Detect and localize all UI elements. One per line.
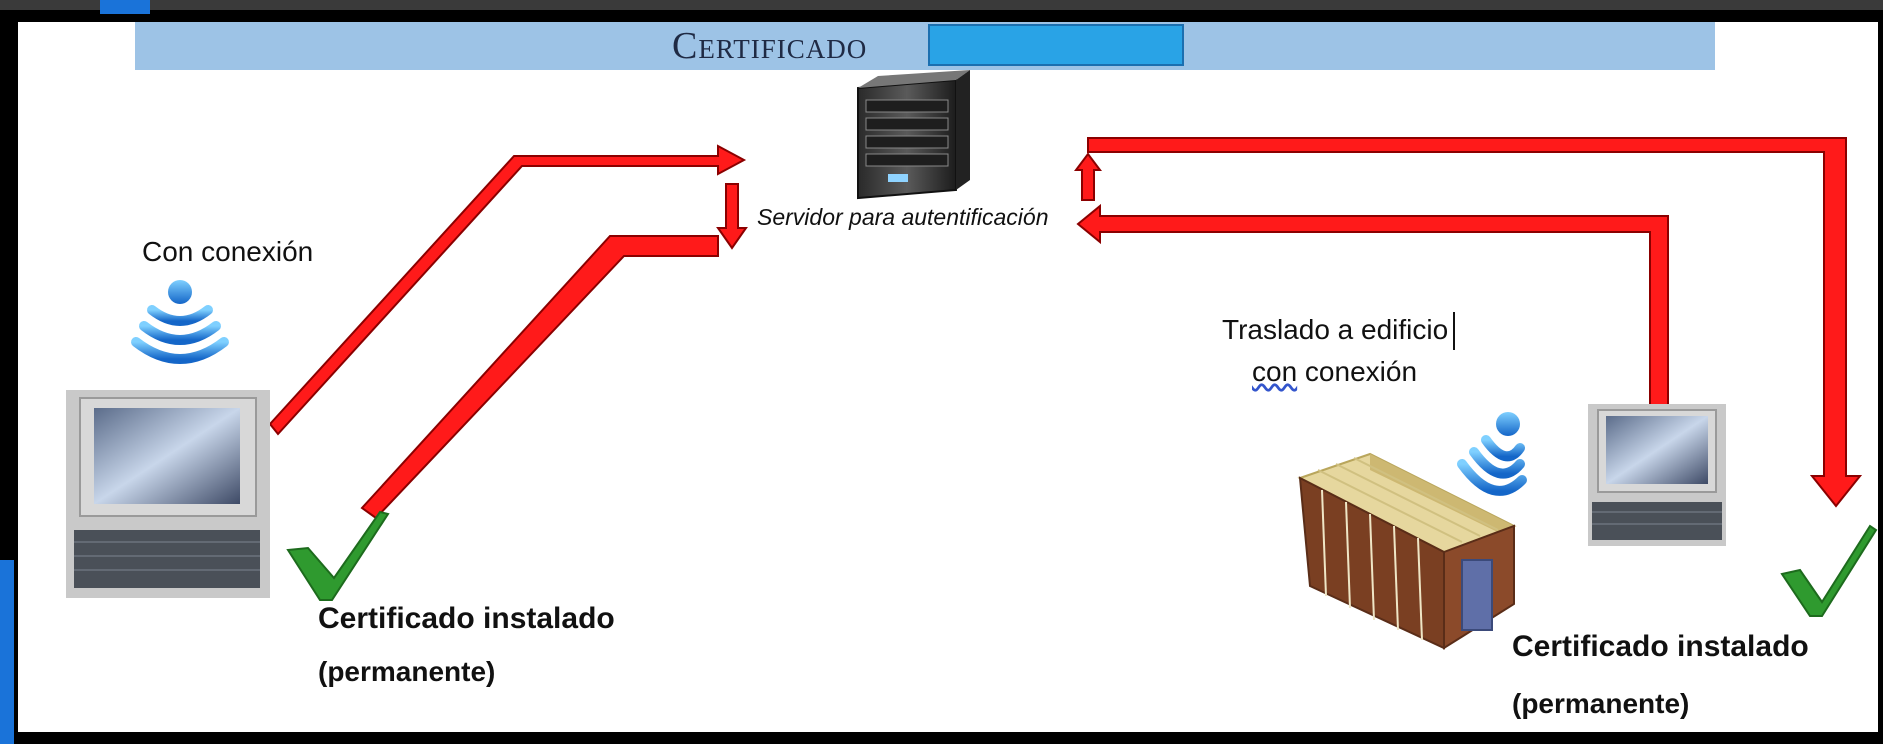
left-connection-label: Con conexión [142,236,314,267]
text-cursor [1453,312,1455,350]
laptop-icon [1588,404,1726,546]
right-cert-permanent: (permanente) [1512,688,1690,719]
wifi-icon [1457,412,1527,496]
arrow-left-to-server [268,144,747,436]
server-label: Servidor para autentificación [757,204,1049,230]
arrow-server-to-right [1074,137,1863,508]
left-cert-label: Certificado instalado [318,602,615,635]
laptop-icon [66,390,270,598]
building-icon [1297,452,1517,650]
move-label-line1: Traslado a edificio [1222,314,1449,345]
left-cert-permanent: (permanente) [318,656,496,687]
checkmark-icon [286,510,390,601]
server-icon [857,70,970,200]
move-label-line2: con conexión [1252,356,1417,388]
title-highlight-box [928,24,1184,66]
title-band [135,22,1715,70]
page-title: Certificado [672,25,868,67]
arrow-right-to-server [1076,203,1669,409]
right-cert-label: Certificado instalado [1512,630,1809,663]
left-accent [0,560,14,744]
wifi-icon [131,280,229,364]
move-label-conexion: conexión [1297,356,1418,387]
arrow-server-to-left [360,183,748,520]
move-label-con: con [1252,356,1298,387]
top-accent [100,0,150,14]
top-border [0,0,1883,10]
checkmark-icon [1780,524,1878,617]
